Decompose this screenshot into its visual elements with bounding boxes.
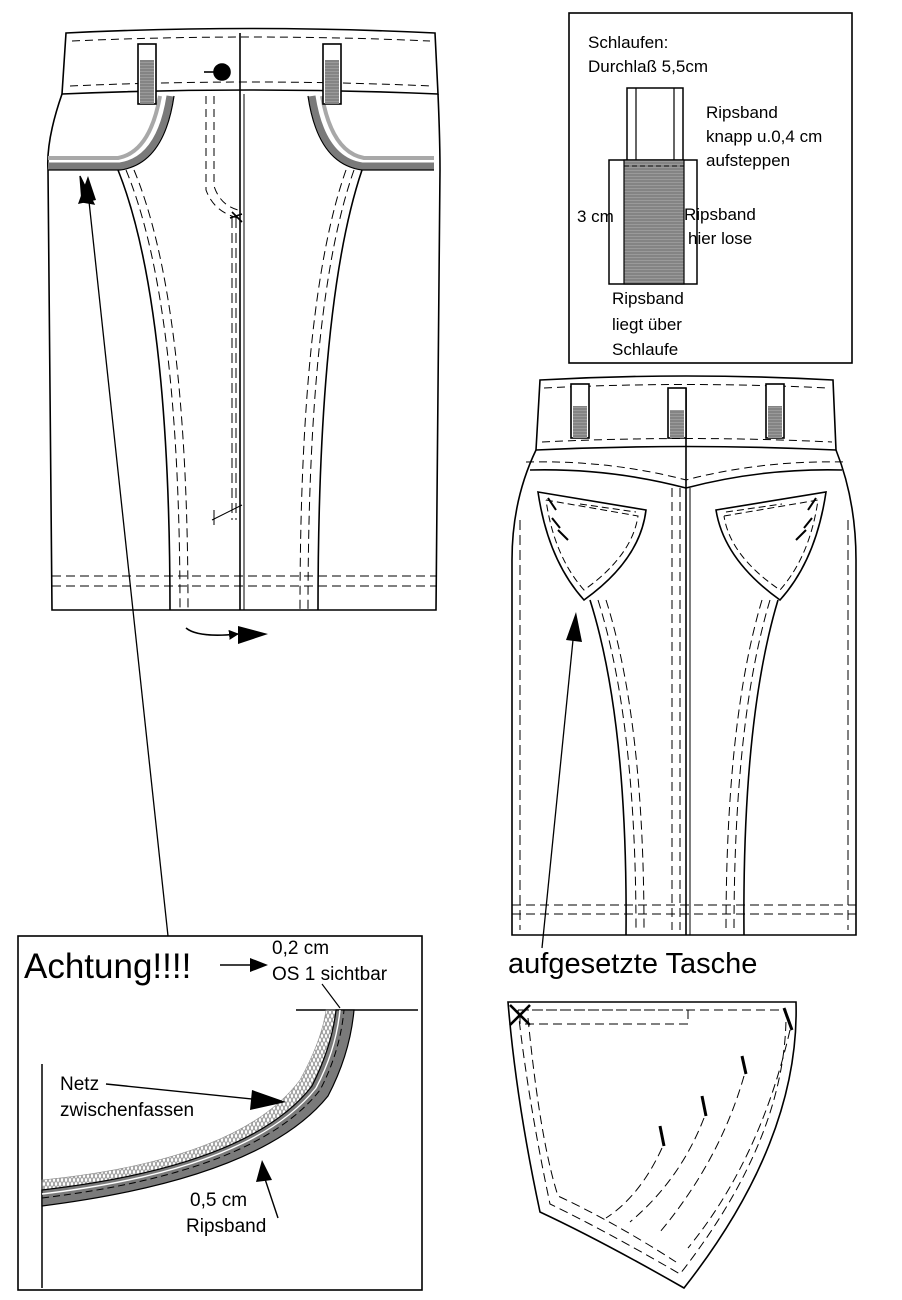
loop-note-top-line3: aufsteppen bbox=[706, 151, 790, 170]
back-pocket-leader bbox=[541, 612, 582, 949]
loop-height-label: 3 cm bbox=[577, 207, 614, 226]
mesh-label-line1: Netz bbox=[60, 1074, 99, 1095]
front-detail-leader bbox=[78, 175, 169, 937]
loop-note-bottom-line1: Ripsband bbox=[612, 289, 684, 308]
front-button-icon bbox=[213, 63, 231, 81]
patch-pocket-outline bbox=[507, 1001, 797, 1290]
back-right-pocket bbox=[715, 491, 827, 602]
tape-label-line1: 0,5 cm bbox=[190, 1190, 247, 1211]
back-skirt-view bbox=[511, 375, 857, 936]
front-left-pocket-tape bbox=[48, 95, 174, 170]
back-left-panel-seam bbox=[589, 599, 627, 936]
attention-detail-panel: Achtung!!!! 0,2 cm OS 1 sichtbar Netz zw… bbox=[17, 935, 423, 1291]
warning-label: Achtung!!!! bbox=[24, 947, 191, 986]
back-right-panel-seam bbox=[743, 599, 779, 936]
patch-pocket-detail bbox=[507, 1001, 797, 1290]
loop-title-line1: Schlaufen: bbox=[588, 33, 668, 52]
front-skirt-view bbox=[46, 27, 441, 644]
stitch-spec-line2: OS 1 sichtbar bbox=[272, 964, 388, 985]
back-skirt-outline bbox=[511, 449, 857, 936]
back-left-pocket bbox=[537, 491, 647, 602]
front-turn-arrow bbox=[185, 627, 239, 640]
stitch-spec-line1: 0,2 cm bbox=[272, 938, 329, 959]
back-view-caption: aufgesetzte Tasche bbox=[508, 948, 757, 980]
loop-note-bottom-line3: Schlaufe bbox=[612, 340, 678, 359]
loop-ribbon-tape bbox=[623, 159, 685, 285]
front-waistband bbox=[61, 27, 439, 95]
loop-note-right-line2: hier lose bbox=[688, 229, 752, 248]
front-right-pocket-tape bbox=[308, 95, 434, 170]
ribbon-tape-strip bbox=[41, 1009, 355, 1207]
loop-detail-panel: Schlaufen: Durchlaß 5,5cm Ripsband knapp… bbox=[568, 12, 853, 364]
mesh-label-line2: zwischenfassen bbox=[60, 1100, 194, 1121]
loop-note-top-line2: knapp u.0,4 cm bbox=[706, 127, 822, 146]
loop-title-line2: Durchlaß 5,5cm bbox=[588, 57, 708, 76]
loop-note-bottom-line2: liegt über bbox=[612, 315, 682, 334]
tape-label-line2: Ripsband bbox=[186, 1216, 266, 1237]
loop-note-right-line1: Ripsband bbox=[684, 205, 756, 224]
front-left-panel-seam bbox=[117, 169, 171, 611]
front-right-panel-seam bbox=[317, 169, 363, 611]
loop-note-top-line1: Ripsband bbox=[706, 103, 778, 122]
